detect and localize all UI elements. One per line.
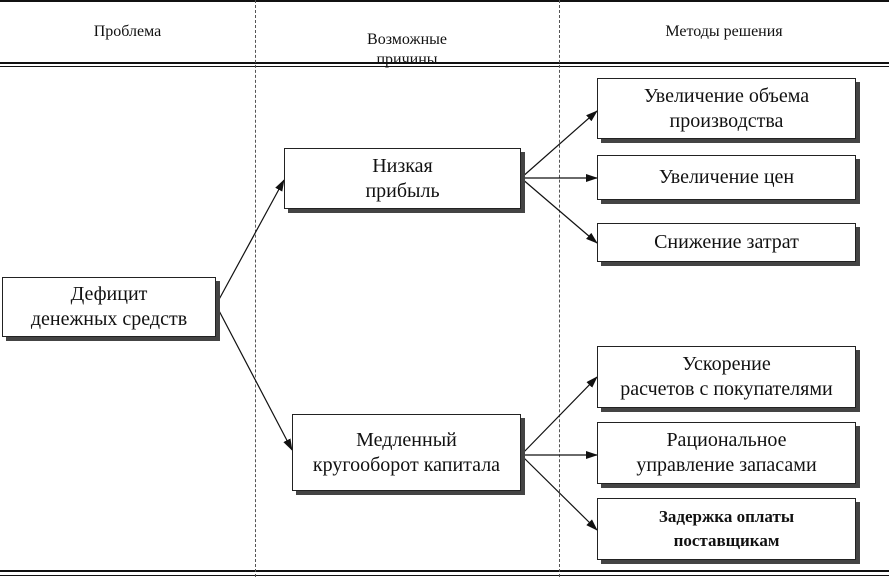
method-increase-volume-text: Увеличение объема производства bbox=[643, 84, 810, 132]
header-methods: Методы решения bbox=[559, 22, 889, 42]
top-border bbox=[0, 0, 889, 2]
bottom-border-2 bbox=[0, 575, 889, 576]
arrow-turnover-to-payments bbox=[520, 454, 598, 531]
header-methods-text: Методы решения bbox=[665, 23, 783, 40]
cause-low-profit-text: Низкая прибыль bbox=[365, 154, 440, 202]
method-inventory-management-box: Рациональное управление запасами bbox=[597, 422, 856, 484]
arrow-low-profit-to-costs bbox=[520, 177, 598, 244]
column-divider-2 bbox=[559, 0, 560, 577]
method-inventory-management-text: Рациональное управление запасами bbox=[636, 429, 817, 476]
header-problem-text: Проблема bbox=[93, 23, 162, 40]
header-problem: Проблема bbox=[0, 22, 255, 42]
method-reduce-costs-box: Снижение затрат bbox=[597, 223, 856, 262]
method-increase-prices-text: Увеличение цен bbox=[658, 166, 795, 188]
method-increase-prices-box: Увеличение цен bbox=[597, 155, 856, 200]
method-speed-settlements-box: Ускорение расчетов с покупателями bbox=[597, 346, 856, 408]
column-divider-1 bbox=[255, 0, 256, 577]
cause-slow-turnover-text: Медленный кругооборот капитала bbox=[312, 428, 501, 476]
arrow-problem-to-slow-turnover bbox=[215, 304, 293, 451]
method-delay-payments-box: Задержка оплаты поставщикам bbox=[597, 498, 856, 560]
header-separator-1 bbox=[0, 62, 889, 64]
arrow-problem-to-low-profit bbox=[215, 179, 285, 306]
method-reduce-costs-text: Снижение затрат bbox=[654, 231, 799, 253]
arrow-low-profit-to-volume bbox=[520, 110, 598, 179]
arrow-turnover-to-settlements bbox=[520, 376, 598, 456]
method-speed-settlements-text: Ускорение расчетов с покупателями bbox=[620, 353, 833, 400]
header-causes: Возможные причины bbox=[255, 10, 559, 70]
bottom-border-1 bbox=[0, 570, 889, 572]
cause-slow-turnover-box: Медленный кругооборот капитала bbox=[292, 414, 521, 491]
problem-box: Дефицит денежных средств bbox=[2, 277, 216, 337]
method-delay-payments-text: Задержка оплаты поставщикам bbox=[658, 507, 795, 550]
header-separator-2 bbox=[0, 66, 889, 67]
cause-low-profit-box: Низкая прибыль bbox=[284, 148, 521, 209]
problem-text: Дефицит денежных средств bbox=[30, 283, 188, 330]
header-causes-text: Возможные причины bbox=[367, 31, 447, 68]
method-increase-volume-box: Увеличение объема производства bbox=[597, 78, 856, 139]
